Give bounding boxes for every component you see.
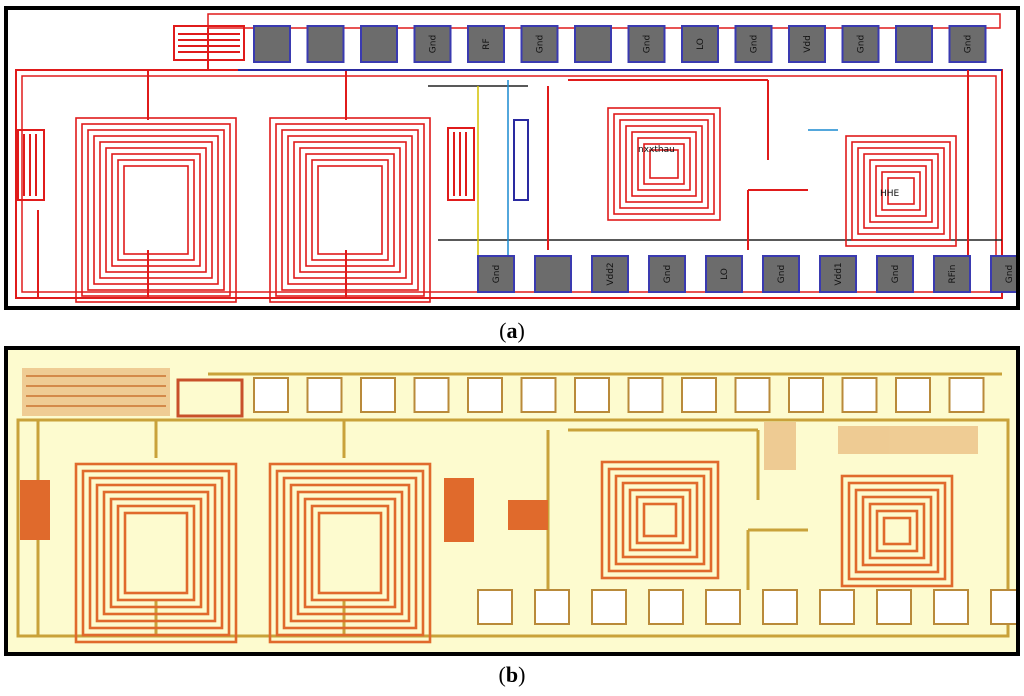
bond-pad bbox=[990, 589, 1016, 625]
bond-pad bbox=[933, 589, 969, 625]
bond-pad: Gnd bbox=[990, 255, 1016, 293]
caption-a: (a) bbox=[499, 318, 525, 343]
pad-label: LO bbox=[720, 268, 730, 280]
bond-pad: Vdd1 bbox=[819, 255, 857, 293]
bond-pad bbox=[467, 377, 503, 413]
pad-label: Vdd2 bbox=[606, 262, 616, 285]
bond-pad: Vdd bbox=[788, 25, 826, 63]
pad-label: RFin bbox=[948, 265, 958, 284]
pad-label: Gnd bbox=[777, 265, 787, 283]
spiral-inductor bbox=[607, 107, 721, 221]
bond-pad bbox=[253, 377, 289, 413]
caption-b: (b) bbox=[498, 662, 526, 687]
pad-label: Gnd bbox=[964, 35, 974, 53]
bond-pad bbox=[253, 25, 291, 63]
bond-pad bbox=[895, 25, 933, 63]
bond-pad bbox=[948, 377, 985, 413]
bond-pad bbox=[841, 377, 878, 413]
spiral-inductor bbox=[74, 462, 238, 644]
bond-pad: Gnd bbox=[734, 25, 773, 63]
bond-pad: Gnd bbox=[876, 255, 914, 293]
bond-pad bbox=[413, 377, 450, 413]
bond-pad bbox=[681, 377, 717, 413]
spiral-inductor bbox=[268, 462, 432, 644]
bond-pad bbox=[591, 589, 627, 625]
die-photo-panel bbox=[4, 346, 1020, 656]
pad-label: Gnd bbox=[492, 265, 502, 283]
bond-pad bbox=[534, 255, 572, 293]
pad-label: Gnd bbox=[536, 35, 546, 53]
inductor-label: HHE bbox=[880, 189, 900, 199]
bond-pad: Gnd bbox=[762, 255, 800, 293]
bond-pad: Gnd bbox=[627, 25, 666, 63]
bond-pad bbox=[306, 25, 345, 63]
bond-pad bbox=[895, 377, 931, 413]
pad-label: Gnd bbox=[429, 35, 439, 53]
bond-pad: Gnd bbox=[520, 25, 559, 63]
bond-pad bbox=[762, 589, 798, 625]
bond-pad: Gnd bbox=[413, 25, 452, 63]
pad-label: Gnd bbox=[857, 35, 867, 53]
pad-label: Vdd bbox=[803, 35, 813, 53]
bond-pad: Gnd bbox=[841, 25, 880, 63]
bond-pad bbox=[534, 589, 570, 625]
bond-pad: Vdd2 bbox=[591, 255, 629, 293]
bond-pad bbox=[876, 589, 912, 625]
pad-label: Gnd bbox=[643, 35, 653, 53]
pad-label: LO bbox=[696, 38, 706, 50]
die-photo bbox=[8, 350, 1016, 652]
spiral-inductor bbox=[840, 474, 954, 588]
bond-pad bbox=[734, 377, 771, 413]
bond-pad bbox=[360, 25, 398, 63]
bond-pad bbox=[627, 377, 664, 413]
pad-label: Gnd bbox=[1005, 265, 1015, 283]
bond-pad: RF bbox=[467, 25, 505, 63]
bond-pad: LO bbox=[681, 25, 719, 63]
pad-label: Gnd bbox=[750, 35, 760, 53]
bond-pad bbox=[819, 589, 855, 625]
bond-pad bbox=[520, 377, 557, 413]
bond-pad: RFin bbox=[933, 255, 971, 293]
pad-label: Gnd bbox=[663, 265, 673, 283]
spiral-inductor bbox=[269, 117, 431, 303]
bond-pad: Gnd bbox=[648, 255, 686, 293]
bond-pad bbox=[360, 377, 396, 413]
bond-pad bbox=[574, 377, 610, 413]
bond-pad: Gnd bbox=[948, 25, 987, 63]
bond-pad bbox=[705, 589, 741, 625]
bond-pad: Gnd bbox=[477, 255, 515, 293]
bond-pad bbox=[477, 589, 513, 625]
pad-label: RF bbox=[482, 38, 492, 49]
inductor-label: nxxthau bbox=[638, 145, 675, 155]
spiral-inductor bbox=[845, 135, 957, 247]
spiral-inductor bbox=[600, 460, 720, 580]
pad-label: Gnd bbox=[891, 265, 901, 283]
bond-pad bbox=[648, 589, 684, 625]
bond-pad: LO bbox=[705, 255, 743, 293]
bond-pad bbox=[306, 377, 343, 413]
bond-pad bbox=[788, 377, 824, 413]
pad-label: Vdd1 bbox=[834, 262, 844, 285]
spiral-inductor bbox=[75, 117, 237, 303]
bond-pad bbox=[574, 25, 612, 63]
